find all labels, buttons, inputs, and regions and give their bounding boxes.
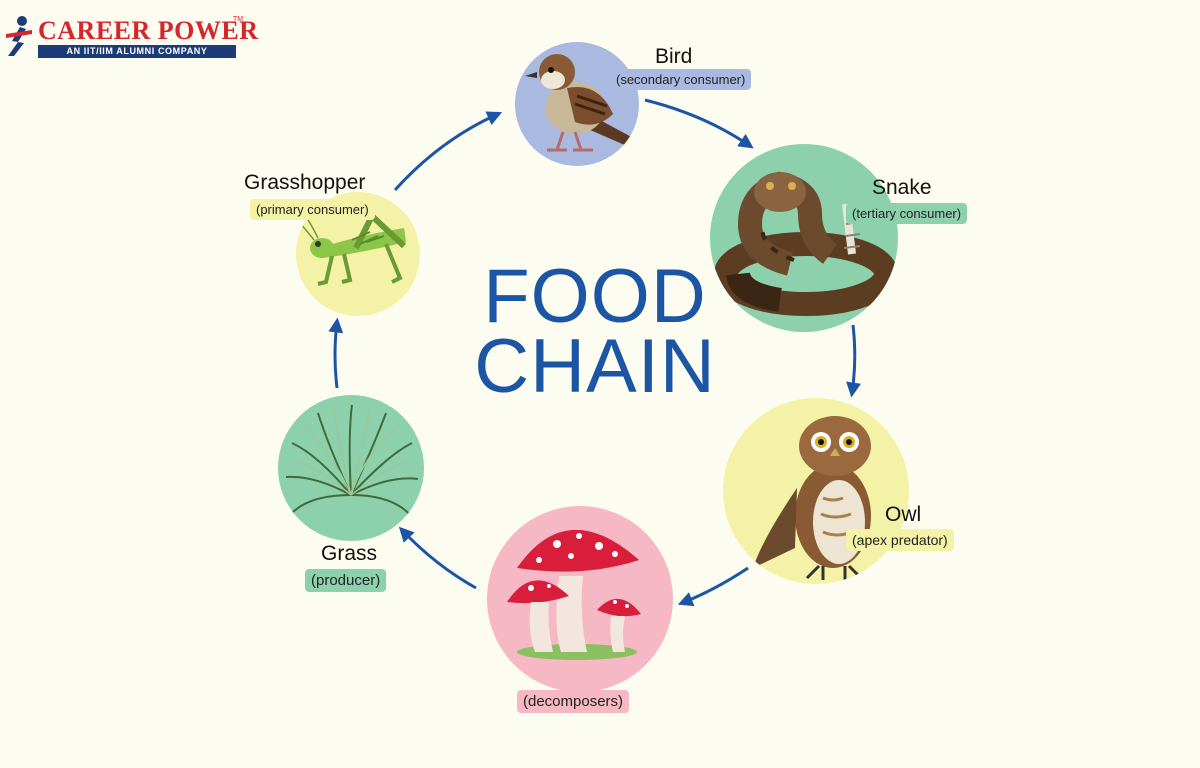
arrow-grasshopper-to-bird	[393, 111, 503, 192]
bird-node	[515, 42, 639, 166]
mushroom-icon	[507, 529, 641, 660]
bird-icon	[525, 54, 637, 152]
grass-role-badge: (producer)	[305, 569, 387, 592]
owl-icon	[753, 416, 871, 580]
arrow-snake-to-owl	[846, 324, 861, 398]
arrow-owl-to-mushroom	[677, 566, 749, 607]
logo-tagline: AN IIT/IIM ALUMNI COMPANY	[38, 45, 236, 58]
logo-wordmark: CAREER POWER	[38, 16, 259, 45]
mushroom-role-badge: (decomposers)	[517, 690, 630, 713]
arrow-grass-to-grasshopper	[328, 317, 344, 389]
arrow-mushroom-to-grass	[398, 526, 477, 590]
arrow-bird-to-snake	[644, 98, 754, 149]
diagram-title: FOOD CHAIN	[440, 254, 750, 409]
logo-trademark: TM	[233, 16, 244, 23]
snake-node	[710, 144, 898, 332]
title-line-2: CHAIN	[474, 324, 716, 409]
grasshopper-name: Grasshopper	[244, 171, 366, 194]
title-line-1: FOOD	[483, 254, 707, 339]
runner-icon	[6, 16, 32, 56]
grass-icon	[285, 404, 419, 518]
bird-name: Bird	[655, 45, 693, 68]
career-power-logo: CAREER POWER TM AN IIT/IIM ALUMNI COMPAN…	[2, 12, 258, 60]
owl-name: Owl	[885, 503, 922, 526]
grass-name: Grass	[321, 542, 378, 565]
snake-name: Snake	[872, 176, 932, 199]
owl-node	[723, 398, 909, 584]
mushroom-node	[487, 506, 673, 692]
snake-role-badge: (tertiary consumer)	[846, 203, 968, 224]
snake-icon	[714, 171, 898, 316]
owl-role-badge: (apex predator)	[846, 529, 954, 551]
grasshopper-role-badge: (primary consumer)	[250, 199, 375, 220]
bird-role-badge: (secondary consumer)	[610, 69, 752, 90]
grass-node	[278, 395, 424, 541]
